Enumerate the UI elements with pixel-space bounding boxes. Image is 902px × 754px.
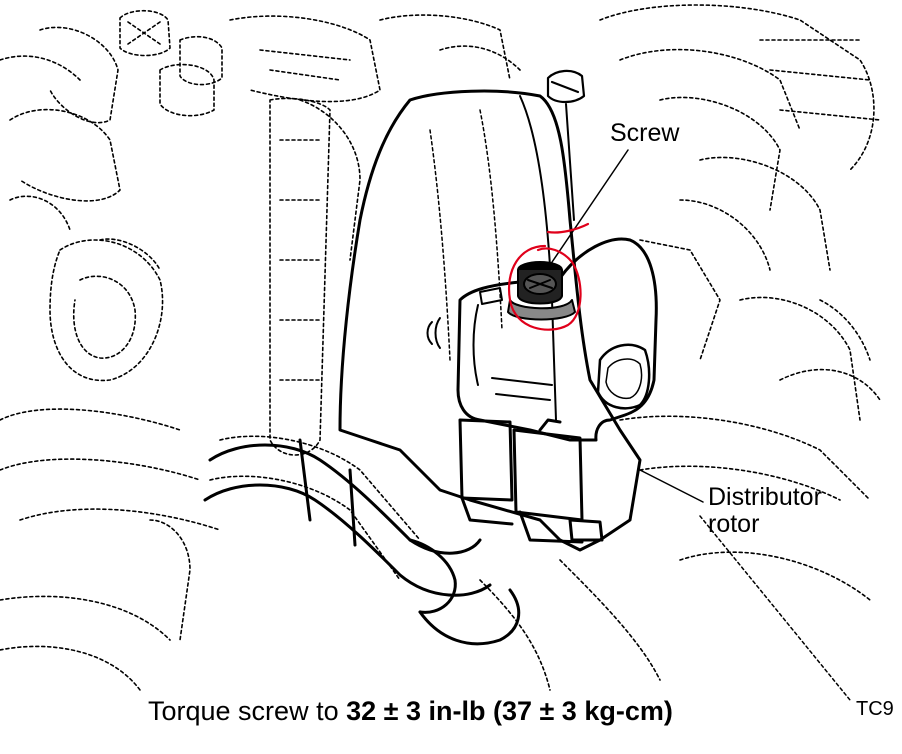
figure-code: TC9	[856, 698, 894, 720]
distributor-cap	[338, 89, 642, 552]
caption-open-paren: (	[485, 696, 502, 726]
connector-blocks	[458, 418, 604, 544]
distributor-rotor-label: Distributor rotor	[708, 484, 822, 538]
screw-part	[507, 261, 576, 321]
caption-torque-kgcm: 37 ± 3 kg-cm	[501, 696, 664, 726]
distributor-rotor-label-line1: Distributor	[708, 483, 822, 511]
caption-torque-inlb: 32 ± 3 in-lb	[346, 696, 486, 726]
screw-label: Screw	[610, 119, 680, 147]
distributor-rotor-label-line2: rotor	[708, 510, 760, 538]
upper-bolt	[546, 69, 586, 221]
caption-prefix: Torque screw to	[148, 696, 347, 726]
screw-leader	[547, 149, 629, 269]
torque-caption: Torque screw to 32 ± 3 in-lb (37 ± 3 kg-…	[148, 696, 673, 726]
background-engine-parts	[0, 4, 881, 691]
red-highlight-circle	[507, 222, 590, 331]
rotor-leader	[639, 469, 704, 503]
leader-lines	[547, 149, 851, 701]
caption-close-paren: )	[663, 696, 673, 726]
lower-hose	[203, 438, 521, 646]
red-tick-mark	[546, 222, 590, 234]
